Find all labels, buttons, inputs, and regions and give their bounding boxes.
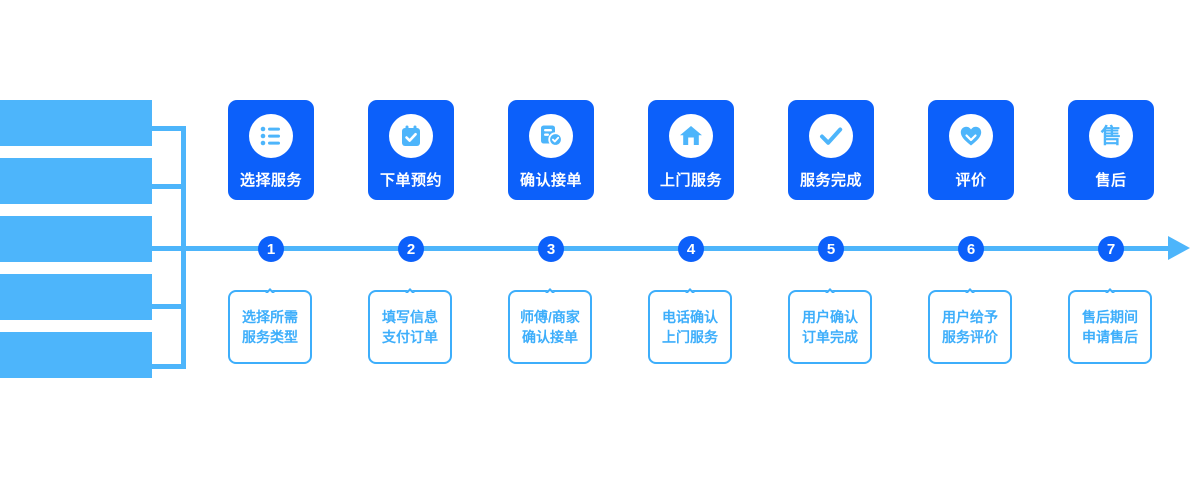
- callout-line: 服务类型: [242, 329, 298, 345]
- step-callout-1: 选择所需 服务类型: [228, 290, 312, 364]
- callout-notch-icon: [957, 279, 983, 293]
- step-number-4[interactable]: 4: [678, 236, 704, 262]
- step-number-2[interactable]: 2: [398, 236, 424, 262]
- callout-line: 电话确认: [662, 309, 718, 325]
- step-number-5[interactable]: 5: [818, 236, 844, 262]
- timeline-axis: [150, 246, 1172, 251]
- bar-connector-stub: [152, 364, 185, 369]
- callout-line: 师傅/商家: [520, 309, 580, 325]
- step-callout-4: 电话确认 上门服务: [648, 290, 732, 364]
- callout-notch-icon: [817, 279, 843, 293]
- callout-line: 售后期间: [1082, 309, 1138, 325]
- step-card-4[interactable]: 上门服务: [648, 100, 734, 200]
- home-icon: [669, 114, 713, 158]
- bar-connector-stub: [152, 126, 185, 131]
- step-card-label: 服务完成: [799, 172, 862, 189]
- after-sales-glyph: 售: [1100, 124, 1122, 148]
- calendar-check-icon: [389, 114, 433, 158]
- step-callout-6: 用户给予 服务评价: [928, 290, 1012, 364]
- step-card-1[interactable]: 选择服务: [228, 100, 314, 200]
- callout-line: 上门服务: [662, 329, 718, 345]
- list-item: [0, 100, 152, 146]
- callout-line: 用户给予: [942, 309, 998, 325]
- list-item: [0, 274, 152, 320]
- step-callout-7: 售后期间 申请售后: [1068, 290, 1152, 364]
- step-card-label: 上门服务: [659, 172, 722, 189]
- list-item: [0, 332, 152, 378]
- callout-line: 申请售后: [1082, 329, 1138, 345]
- callout-line: 确认接单: [522, 329, 578, 345]
- step-card-label: 售后: [1095, 172, 1127, 189]
- step-number-3[interactable]: 3: [538, 236, 564, 262]
- step-card-label: 下单预约: [379, 172, 442, 189]
- step-card-3[interactable]: 确认接单: [508, 100, 594, 200]
- callout-line: 支付订单: [382, 329, 438, 345]
- callout-line: 订单完成: [802, 329, 858, 345]
- callout-notch-icon: [537, 279, 563, 293]
- step-card-2[interactable]: 下单预约: [368, 100, 454, 200]
- check-icon: [809, 114, 853, 158]
- step-card-5[interactable]: 服务完成: [788, 100, 874, 200]
- step-card-7[interactable]: 售 售后: [1068, 100, 1154, 200]
- callout-line: 服务评价: [942, 329, 998, 345]
- callout-line: 选择所需: [242, 309, 298, 325]
- callout-line: 用户确认: [802, 309, 858, 325]
- list-item: [0, 216, 152, 262]
- callout-notch-icon: [1097, 279, 1123, 293]
- step-card-label: 选择服务: [239, 172, 302, 189]
- bar-connector-stub: [152, 304, 185, 309]
- step-callout-5: 用户确认 订单完成: [788, 290, 872, 364]
- heart-rating-icon: [949, 114, 993, 158]
- after-sales-character-icon: 售: [1089, 114, 1133, 158]
- list-icon: [249, 114, 293, 158]
- step-number-7[interactable]: 7: [1098, 236, 1124, 262]
- bar-connector-stub: [152, 184, 185, 189]
- list-item: [0, 158, 152, 204]
- step-number-6[interactable]: 6: [958, 236, 984, 262]
- step-card-label: 评价: [955, 172, 987, 189]
- step-callout-3: 师傅/商家 确认接单: [508, 290, 592, 364]
- callout-notch-icon: [397, 279, 423, 293]
- callout-notch-icon: [257, 279, 283, 293]
- timeline-arrow-icon: [1168, 236, 1190, 260]
- step-card-6[interactable]: 评价: [928, 100, 1014, 200]
- step-card-label: 确认接单: [519, 172, 582, 189]
- callout-notch-icon: [677, 279, 703, 293]
- step-number-1[interactable]: 1: [258, 236, 284, 262]
- callout-line: 填写信息: [382, 309, 438, 325]
- step-callout-2: 填写信息 支付订单: [368, 290, 452, 364]
- document-check-icon: [529, 114, 573, 158]
